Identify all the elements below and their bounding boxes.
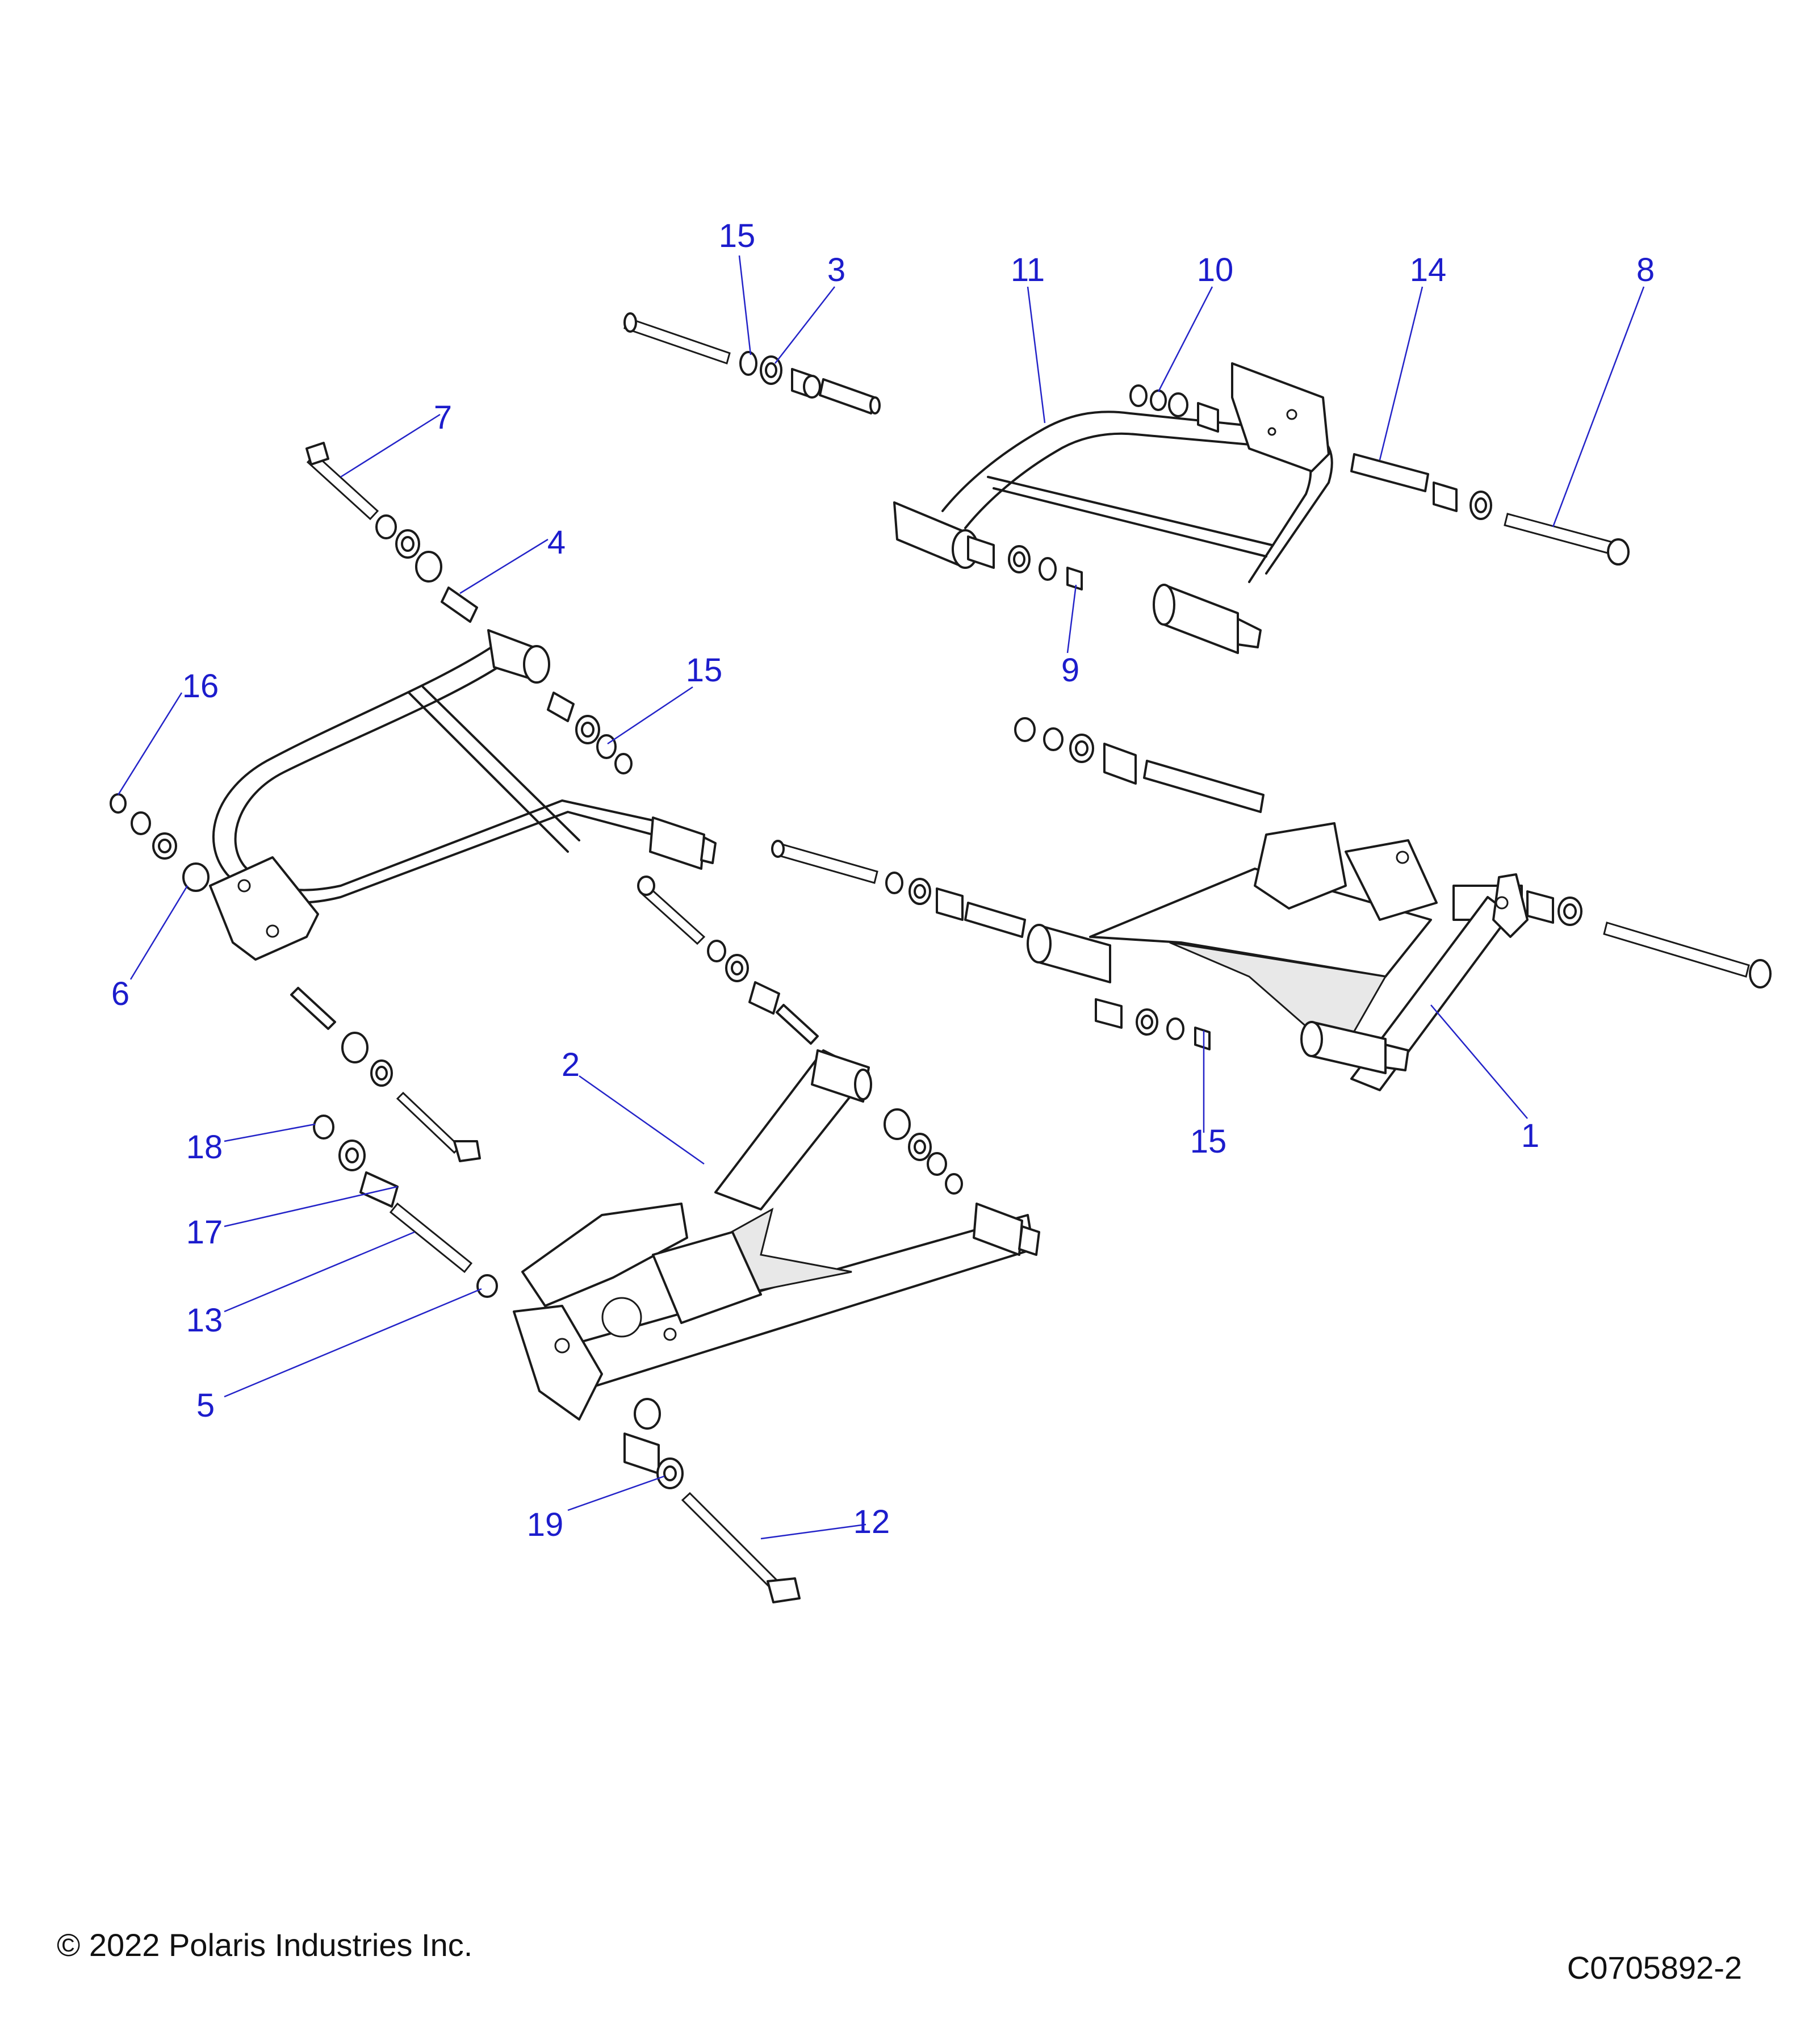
callout-3: 3 xyxy=(827,252,845,288)
callout-9: 9 xyxy=(1061,652,1079,689)
copyright-notice: © 2022 Polaris Industries Inc. xyxy=(57,1927,473,1963)
callout-18: 18 xyxy=(186,1129,223,1166)
callout-15-bottom: 15 xyxy=(1190,1123,1227,1160)
drawing-number: C0705892-2 xyxy=(1567,1950,1742,1986)
callout-15-top: 15 xyxy=(719,217,756,254)
callout-6: 6 xyxy=(111,975,129,1012)
lower-right-control-arm xyxy=(771,717,1772,1091)
callout-labels: 15 3 11 10 14 8 9 7 4 15 16 6 2 15 1 18 … xyxy=(111,217,1655,1543)
callout-10: 10 xyxy=(1197,252,1234,288)
callout-1: 1 xyxy=(1521,1117,1539,1154)
callout-13: 13 xyxy=(186,1302,223,1339)
callout-5: 5 xyxy=(196,1387,215,1424)
upper-left-control-arm xyxy=(110,442,717,1162)
callout-4: 4 xyxy=(547,524,566,561)
callout-15-middle: 15 xyxy=(686,652,723,689)
callout-7: 7 xyxy=(434,399,452,436)
leader-lines xyxy=(117,255,1645,1540)
callout-8: 8 xyxy=(1636,252,1655,288)
callout-14: 14 xyxy=(1410,252,1447,288)
upper-right-control-arm xyxy=(623,312,1630,654)
callout-12: 12 xyxy=(853,1503,890,1540)
callout-2: 2 xyxy=(562,1046,580,1083)
lower-left-control-arm xyxy=(313,876,1040,1603)
callout-11: 11 xyxy=(1011,252,1045,288)
callout-19: 19 xyxy=(527,1506,564,1543)
callout-17: 17 xyxy=(186,1214,223,1251)
callout-16: 16 xyxy=(182,668,219,705)
